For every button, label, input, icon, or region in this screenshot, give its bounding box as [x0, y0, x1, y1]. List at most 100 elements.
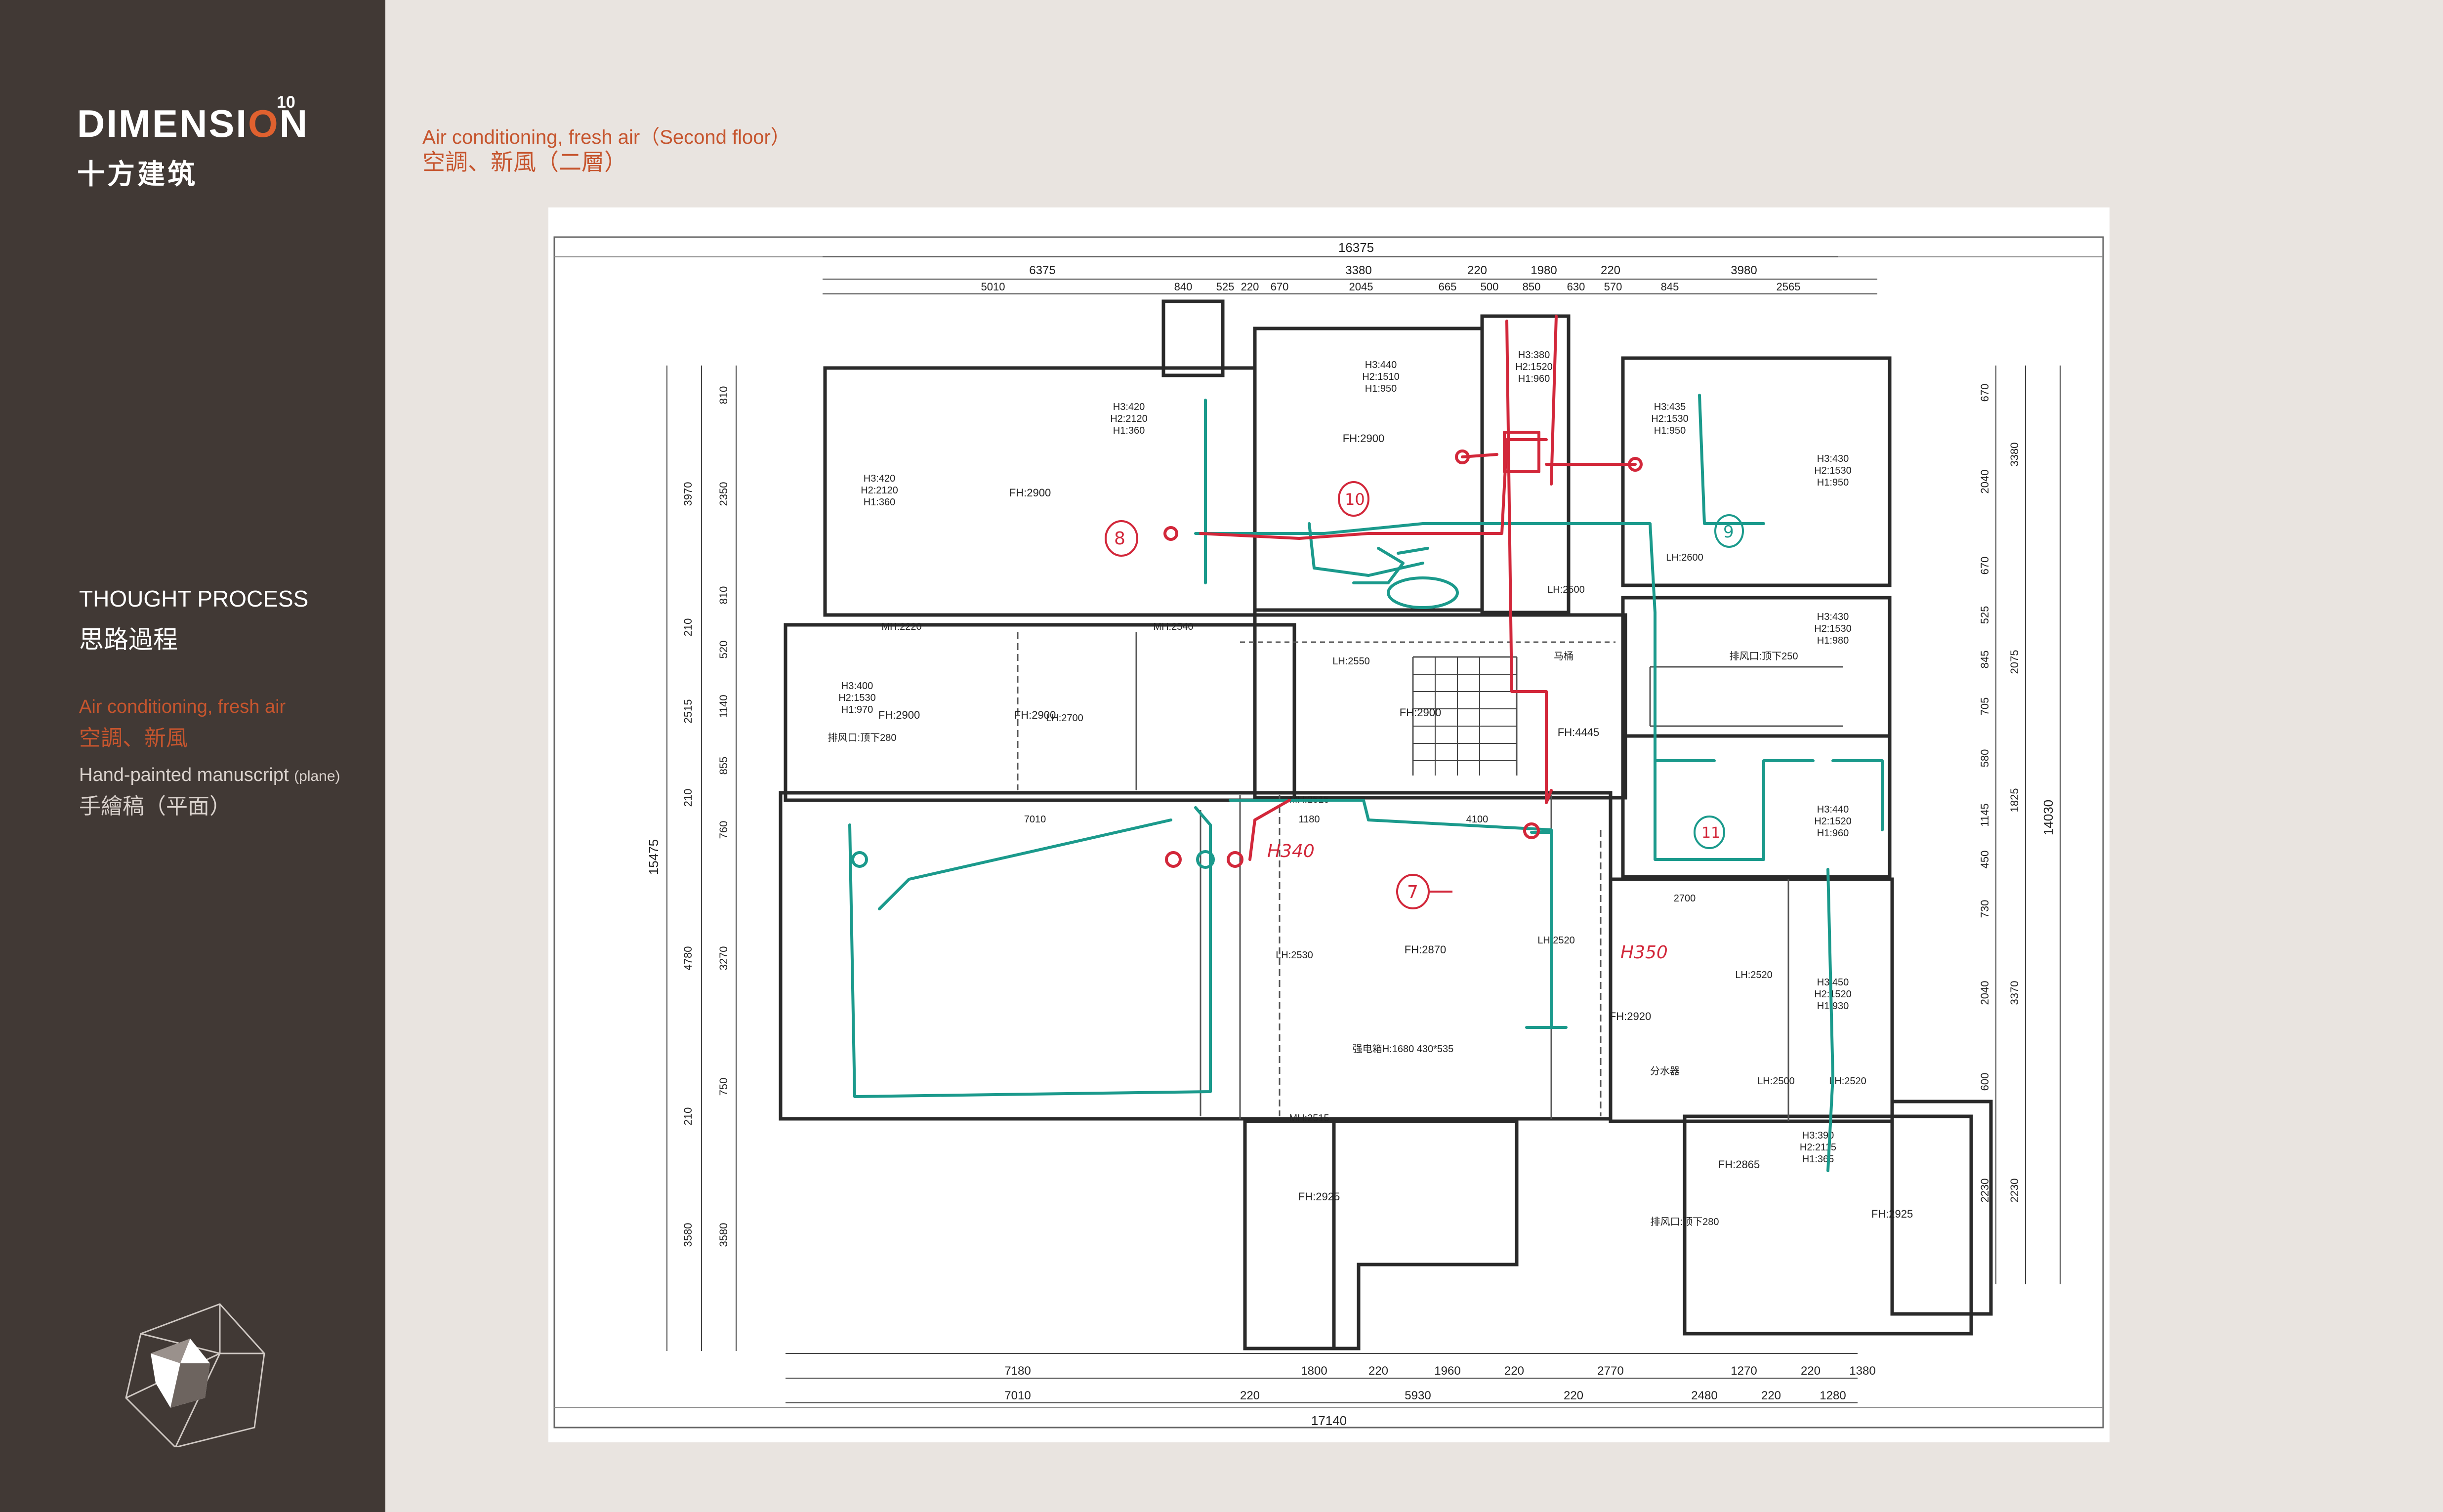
window-label: H1:950 [1365, 383, 1397, 394]
dim-label: 1140 [717, 695, 730, 718]
handwritten-h350: H350 [1620, 942, 1668, 963]
window-label: H1:970 [841, 704, 873, 715]
window-label: H1:930 [1817, 1001, 1849, 1012]
dim-label: 525 [1979, 606, 1991, 624]
window-label: H3:390 [1802, 1130, 1834, 1141]
handwritten-circles [1105, 481, 1452, 909]
dim-label: 4780 [682, 946, 694, 971]
detail-en-small: (plane) [294, 768, 340, 784]
window-label: H1:950 [1817, 477, 1849, 488]
window-label: H3:430 [1817, 612, 1849, 622]
plan-label: 2700 [1674, 893, 1696, 904]
dim-label: 7010 [1004, 1389, 1031, 1402]
right-dims-col-a: 3380 2075 1825 3370 2230 [2008, 443, 2021, 1203]
plan-label: LH:2520 [1829, 1076, 1866, 1087]
dim-label: 220 [1564, 1389, 1583, 1402]
dim-label: 670 [1979, 384, 1991, 402]
window-label: H3:430 [1817, 453, 1849, 464]
dim-label: 730 [1979, 900, 1991, 918]
window-labels: H3:420H2:2120H1:360H3:420H2:2120H1:360H3… [838, 350, 1852, 1165]
dim-label: 5930 [1405, 1389, 1431, 1402]
handwritten-circles-teal [1694, 514, 1744, 849]
plan-label: MH:2220 [881, 621, 921, 632]
brand-name-suffix: N [279, 102, 309, 145]
window-label: H3:420 [864, 473, 896, 484]
dim-label: 2230 [2008, 1179, 2021, 1203]
dim-label: 1280 [1820, 1389, 1846, 1402]
room-label: FH:4445 [1558, 726, 1599, 738]
dim-left-total: 15475 [646, 839, 661, 875]
right-dims-col-b: 6702040670525845705580114545073020406002… [1979, 384, 1991, 1203]
cube-logo-icon [125, 1303, 265, 1447]
detail-en: Hand-painted manuscript (plane) [79, 765, 340, 786]
dim-label: 2045 [1349, 281, 1373, 293]
plan-label: LH:2500 [1757, 1076, 1795, 1087]
handwritten-10: 10 [1345, 490, 1365, 509]
dim-label: 2565 [1777, 281, 1801, 293]
window-label: H3:420 [1113, 402, 1145, 412]
dim-label: 220 [1368, 1364, 1388, 1378]
dim-label: 1825 [2008, 788, 2021, 813]
detail-en-text: Hand-painted manuscript [79, 765, 289, 785]
room-label: FH:2900 [1014, 709, 1056, 721]
dim-label: 220 [1601, 264, 1620, 277]
plan-label: 分水器 [1650, 1065, 1680, 1077]
dim-label: 500 [1481, 281, 1499, 293]
window-label: H3:400 [841, 681, 873, 692]
dim-label: 840 [1174, 281, 1193, 293]
dim-label: 6375 [1029, 264, 1055, 277]
plan-label: 排风口:顶下280 [1651, 1216, 1719, 1227]
dim-label: 670 [1979, 557, 1991, 575]
dim-label: 2040 [1979, 470, 1991, 494]
room-label: FH:2865 [1718, 1158, 1760, 1171]
brand-superscript: 10 [277, 93, 295, 112]
dim-label: 630 [1567, 281, 1585, 293]
plan-label: 4100 [1466, 814, 1489, 825]
dim-label: 2480 [1691, 1389, 1717, 1402]
left-dimension-lines [666, 366, 737, 1351]
plan-label: MH:2515 [1289, 1113, 1329, 1124]
room-label: FH:2925 [1871, 1208, 1913, 1220]
window-label: H2:2120 [1110, 413, 1148, 424]
dim-label: 750 [717, 1078, 730, 1096]
dim-label: 220 [1504, 1364, 1524, 1378]
handwritten-circle-8 [1105, 520, 1138, 557]
room-label: FH:2900 [1343, 432, 1384, 445]
window-label: H2:1530 [1814, 465, 1852, 476]
plan-label: 排风口:顶下250 [1730, 651, 1798, 662]
handwritten-circle-9 [1714, 514, 1744, 548]
window-label: H1:980 [1817, 635, 1849, 646]
dim-label: 220 [1761, 1389, 1781, 1402]
dim-label: 760 [717, 821, 730, 839]
topic-cn: 空調、新風 [79, 726, 188, 751]
window-label: H3:440 [1817, 804, 1849, 815]
section-title: THOUGHT PROCESS [79, 586, 309, 612]
plan-label: 马桶 [1554, 651, 1573, 662]
dim-label: 3380 [2008, 443, 2021, 467]
room-label: FH:2925 [1298, 1190, 1340, 1203]
dim-label: 2075 [2008, 650, 2021, 674]
window-label: H1:960 [1817, 828, 1849, 839]
dim-label: 3580 [682, 1223, 694, 1247]
dim-label: 1270 [1731, 1364, 1757, 1378]
dim-label: 855 [717, 757, 730, 775]
plan-label: LH:2520 [1735, 970, 1773, 981]
dim-label: 3370 [2008, 981, 2021, 1005]
brand-name-prefix: DIMENSI [77, 102, 248, 145]
dim-label: 705 [1979, 697, 1991, 716]
bottom-dimension-lines [786, 1353, 1858, 1403]
right-dimension-lines [1995, 366, 2061, 1284]
dim-label: 2350 [717, 482, 730, 506]
dim-label: 450 [1979, 851, 1991, 869]
handwritten-11: 11 [1701, 824, 1720, 842]
dim-label: 525 [1216, 281, 1235, 293]
handwritten-9: 9 [1723, 522, 1734, 542]
brand-logo[interactable]: DIMENSION [77, 101, 309, 146]
window-label: H2:1510 [1362, 371, 1400, 382]
handwritten-h340: H340 [1267, 841, 1315, 861]
room-label: FH:2900 [878, 709, 920, 721]
